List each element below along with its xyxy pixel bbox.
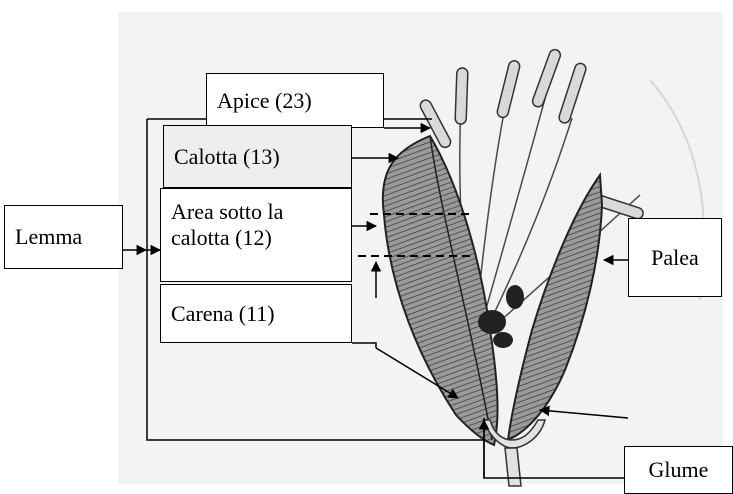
label-lemma: Lemma — [4, 205, 123, 269]
label-glume: Glume — [624, 446, 733, 494]
label-area-line1: Area sotto la — [171, 199, 341, 225]
label-carena: Carena (11) — [160, 284, 352, 343]
label-calotta: Calotta (13) — [163, 125, 352, 188]
label-palea: Palea — [628, 218, 722, 297]
label-area-line2: calotta (12) — [171, 225, 341, 251]
label-apice: Apice (23) — [206, 73, 384, 128]
label-area-sotto-calotta: Area sotto la calotta (12) — [160, 188, 352, 282]
